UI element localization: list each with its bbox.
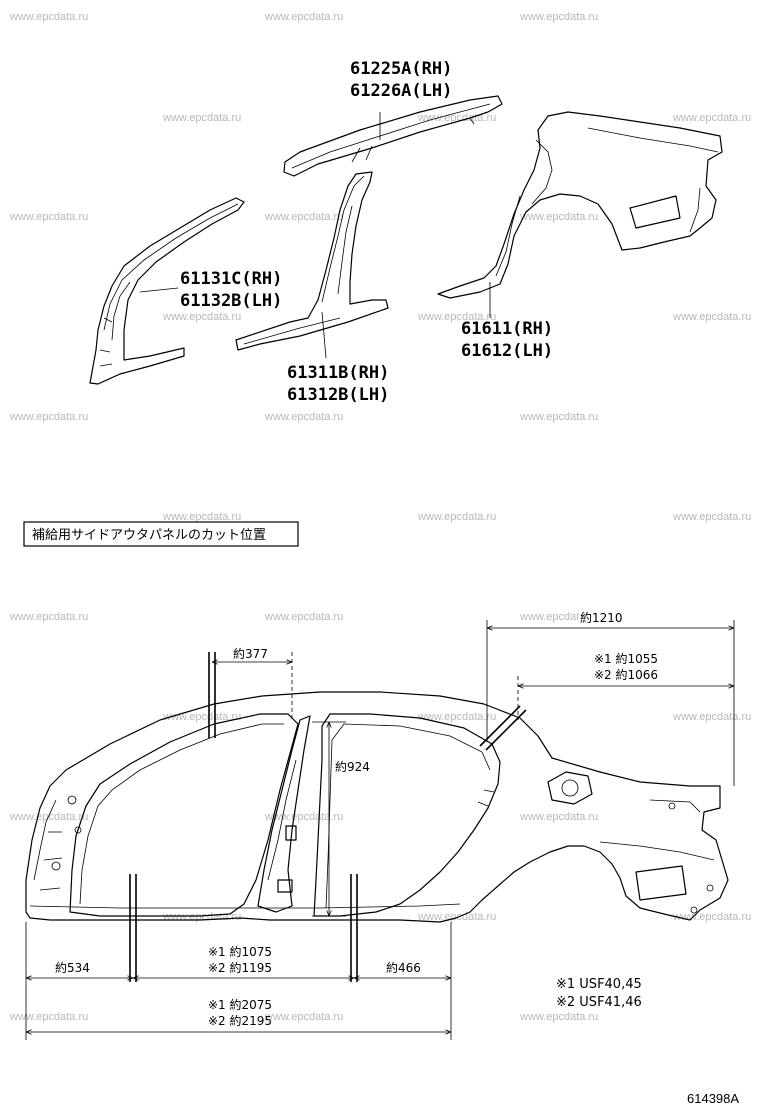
side-outer-panel-drawing xyxy=(25,691,729,923)
watermark: www.epcdata.ru xyxy=(672,112,751,124)
watermark: www.epcdata.ru xyxy=(519,1011,598,1023)
watermark: www.epcdata.ru xyxy=(417,711,496,723)
watermark-layer: www.epcdata.ru www.epcdata.ru www.epcdat… xyxy=(9,11,751,1023)
part-number-front-pillar-rh: 61131C(RH) xyxy=(180,269,282,289)
roof-side-rail-drawing xyxy=(283,95,503,177)
dim-rear-bottom: 約466 xyxy=(386,960,421,975)
watermark: www.epcdata.ru xyxy=(264,611,343,623)
watermark: www.epcdata.ru xyxy=(9,211,88,223)
legend-note-1: ※1 USF40,45 xyxy=(556,977,642,992)
dim-middle-2: ※2 約1195 xyxy=(208,960,272,975)
watermark: www.epcdata.ru xyxy=(9,611,88,623)
dim-rear-short-1: ※1 約1055 xyxy=(594,651,658,666)
watermark: www.epcdata.ru xyxy=(264,211,343,223)
front-pillar-drawing xyxy=(89,197,245,385)
watermark: www.epcdata.ru xyxy=(264,11,343,23)
watermark: www.epcdata.ru xyxy=(417,112,496,124)
dimension-labels: 約1210 ※1 約1055 ※2 約1066 約377 約924 約534 ※… xyxy=(55,610,658,1028)
dim-total-1: ※1 約2075 xyxy=(208,997,272,1012)
watermark: www.epcdata.ru xyxy=(672,311,751,323)
watermark: www.epcdata.ru xyxy=(672,511,751,523)
watermark: www.epcdata.ru xyxy=(162,112,241,124)
dim-total-2: ※2 約2195 xyxy=(208,1013,272,1028)
watermark: www.epcdata.ru xyxy=(9,11,88,23)
dim-rear-top: 約1210 xyxy=(580,610,623,625)
dimension-lines xyxy=(25,620,735,1040)
dim-front-bottom: 約534 xyxy=(55,960,90,975)
part-number-center-pillar-rh: 61311B(RH) xyxy=(287,363,389,383)
watermark: www.epcdata.ru xyxy=(162,511,241,523)
watermark: www.epcdata.ru xyxy=(672,911,751,923)
watermark: www.epcdata.ru xyxy=(9,1011,88,1023)
watermark: www.epcdata.ru xyxy=(264,811,343,823)
part-number-center-pillar-lh: 61312B(LH) xyxy=(287,385,389,405)
caption-box xyxy=(23,521,299,547)
watermark: www.epcdata.ru xyxy=(672,711,751,723)
watermark: www.epcdata.ru xyxy=(264,411,343,423)
watermark: www.epcdata.ru xyxy=(417,511,496,523)
watermark: www.epcdata.ru xyxy=(417,311,496,323)
watermark: www.epcdata.ru xyxy=(9,411,88,423)
center-pillar-drawing xyxy=(235,171,389,351)
watermark: www.epcdata.ru xyxy=(162,911,241,923)
watermark: www.epcdata.ru xyxy=(417,911,496,923)
watermark: www.epcdata.ru xyxy=(519,11,598,23)
leader-lines xyxy=(139,112,491,359)
dim-roof-cut: 約377 xyxy=(233,646,268,661)
dim-rear-short-2: ※2 約1066 xyxy=(594,667,658,682)
watermark: www.epcdata.ru xyxy=(264,1011,343,1023)
caption-text: 補給用サイドアウタパネルのカット位置 xyxy=(32,527,266,542)
legend-note-2: ※2 USF41,46 xyxy=(556,995,642,1010)
sheet-number: 614398A xyxy=(687,1091,739,1106)
dim-middle-1: ※1 約1075 xyxy=(208,944,272,959)
part-number-quarter-panel-rh: 61611(RH) xyxy=(461,319,553,339)
dim-pillar-height: 約924 xyxy=(335,759,370,774)
watermark: www.epcdata.ru xyxy=(519,411,598,423)
watermark: www.epcdata.ru xyxy=(519,211,598,223)
watermark: www.epcdata.ru xyxy=(162,311,241,323)
part-number-roof-rail-lh: 61226A(LH) xyxy=(350,81,452,101)
part-number-roof-rail-rh: 61225A(RH) xyxy=(350,59,452,79)
watermark: www.epcdata.ru xyxy=(519,811,598,823)
part-number-quarter-panel-lh: 61612(LH) xyxy=(461,341,553,361)
quarter-panel-drawing xyxy=(437,111,723,299)
part-number-front-pillar-lh: 61132B(LH) xyxy=(180,291,282,311)
